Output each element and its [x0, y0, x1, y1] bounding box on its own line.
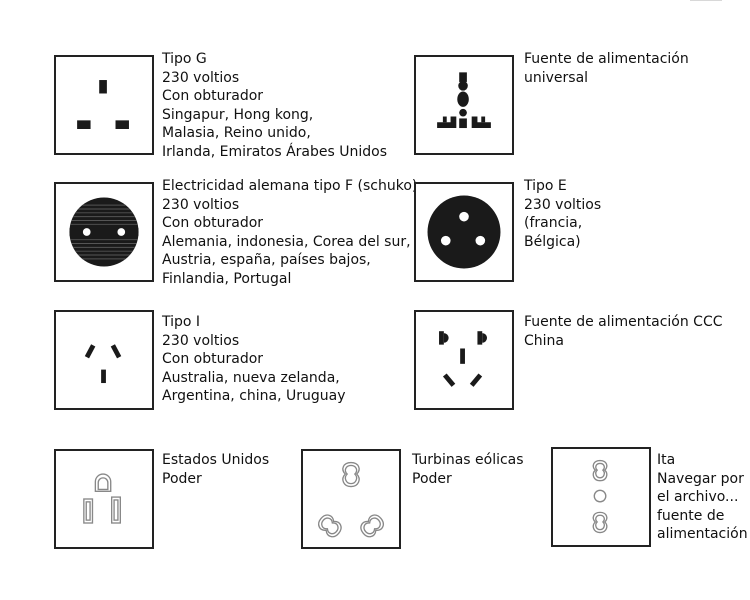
socket-type-i-icon: [54, 310, 154, 410]
desc-line: alimentación: [657, 526, 748, 543]
desc-line: Argentina, china, Uruguay: [162, 388, 346, 405]
desc-line: Fuente de alimentación: [524, 51, 689, 67]
socket-type-f-schuko-icon: [54, 182, 154, 282]
desc-line: Irlanda, Emiratos Árabes Unidos: [162, 143, 388, 160]
desc-line: 230 voltios: [162, 196, 240, 213]
socket-type-g-icon: [54, 55, 154, 155]
desc-line: Estados Unidos: [162, 452, 270, 468]
desc-line: China: [524, 332, 564, 349]
top-divider-line: [690, 0, 722, 1]
desc-line: 230 voltios: [524, 196, 602, 213]
desc-line: Poder: [412, 470, 452, 487]
socket-ita-description: Ita Navegar por el archivo... fuente de …: [657, 451, 748, 544]
desc-line: Electricidad alemana tipo F (schuko): [162, 178, 418, 194]
socket-type-e-icon: [414, 182, 514, 282]
socket-turbinas-description: Turbinas eólicas Poder: [412, 451, 524, 488]
socket-usa-icon: [54, 449, 154, 549]
desc-line: (francia,: [524, 215, 583, 232]
desc-line: Con obturador: [162, 88, 264, 105]
socket-ccc-description: Fuente de alimentación CCC China: [524, 313, 723, 350]
desc-line: Finlandia, Portugal: [162, 270, 292, 287]
socket-type-e-description: Tipo E 230 voltios (francia, Bélgica): [524, 177, 601, 251]
desc-line: Singapur, Hong kong,: [162, 106, 314, 123]
desc-line: Con obturador: [162, 351, 264, 368]
desc-line: Turbinas eólicas: [412, 452, 524, 468]
desc-line: 230 voltios: [162, 69, 240, 86]
desc-line: Malasia, Reino unido,: [162, 125, 311, 142]
socket-turbinas-icon: [301, 449, 401, 549]
desc-line: Con obturador: [162, 215, 264, 232]
desc-line: Austria, españa, países bajos,: [162, 252, 371, 269]
desc-line: Tipo G: [162, 51, 207, 67]
socket-universal-description: Fuente de alimentación universal: [524, 50, 689, 87]
socket-type-i-description: Tipo I 230 voltios Con obturador Austral…: [162, 313, 346, 406]
socket-ccc-icon: [414, 310, 514, 410]
desc-line: Australia, nueva zelanda,: [162, 369, 340, 386]
desc-line: Ita: [657, 452, 676, 468]
desc-line: el archivo...: [657, 489, 739, 506]
desc-line: universal: [524, 69, 589, 86]
socket-universal-icon: [414, 55, 514, 155]
desc-line: Tipo E: [524, 178, 567, 194]
socket-type-f-description: Electricidad alemana tipo F (schuko) 230…: [162, 177, 417, 289]
desc-line: Poder: [162, 470, 202, 487]
desc-line: fuente de: [657, 507, 725, 524]
desc-line: Alemania, indonesia, Corea del sur,: [162, 233, 411, 250]
socket-type-g-description: Tipo G 230 voltios Con obturador Singapu…: [162, 50, 387, 162]
desc-line: Fuente de alimentación CCC: [524, 314, 723, 330]
socket-ita-icon: [551, 447, 651, 547]
desc-line: Tipo I: [162, 314, 201, 330]
socket-usa-description: Estados Unidos Poder: [162, 451, 269, 488]
desc-line: Bélgica): [524, 233, 581, 250]
desc-line: Navegar por: [657, 470, 744, 487]
desc-line: 230 voltios: [162, 332, 240, 349]
